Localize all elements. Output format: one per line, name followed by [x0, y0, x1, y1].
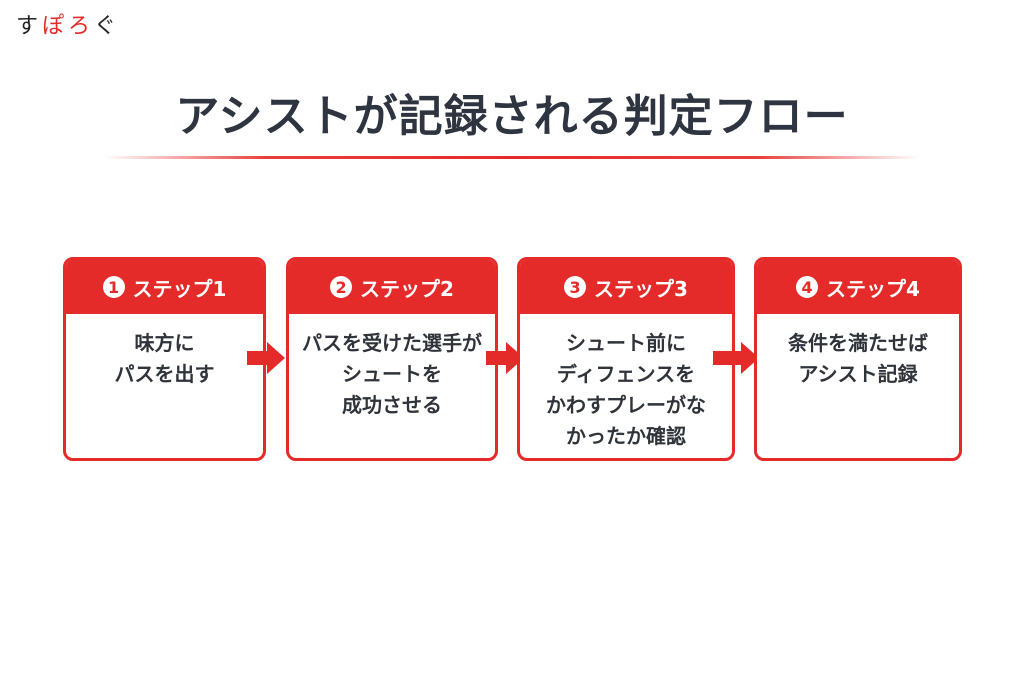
step-number-1: 1	[102, 276, 125, 298]
site-logo[interactable]: すぽろぐ	[16, 8, 120, 40]
page-title: アシストが記録される判定フロー	[175, 91, 849, 142]
step-header-1: 1 ステップ1	[66, 260, 263, 314]
step-number-4: 4	[796, 276, 819, 298]
step-card-4: 4 ステップ4 条件を満たせば アシスト記録	[754, 257, 962, 461]
logo-text-2: ぽろ	[42, 14, 95, 39]
step-body-1: 味方に パスを出す	[114, 331, 215, 386]
step-body-2: パスを受けた選手が シュートを 成功させる	[302, 331, 482, 417]
arrow-right-icon	[486, 342, 524, 374]
step-card-1: 1 ステップ1 味方に パスを出す	[63, 257, 266, 461]
step-number-3: 3	[564, 276, 587, 298]
step-label-2: ステップ2	[360, 276, 454, 301]
step-header-4: 4 ステップ4	[757, 260, 959, 314]
title-underline	[105, 156, 919, 159]
step-header-2: 2 ステップ2	[289, 260, 495, 314]
step-label-4: ステップ4	[826, 276, 920, 301]
step-label-3: ステップ3	[594, 276, 688, 301]
step-body-4: 条件を満たせば アシスト記録	[788, 331, 928, 386]
step-label-1: ステップ1	[132, 276, 227, 301]
step-number-2: 2	[330, 276, 353, 298]
step-body-3: シュート前に ディフェンスを かわすプレーがな かったか確認	[546, 331, 706, 448]
step-card-2: 2 ステップ2 パスを受けた選手が シュートを 成功させる	[286, 257, 498, 461]
step-header-3: 3 ステップ3	[520, 260, 732, 314]
step-card-3: 3 ステップ3 シュート前に ディフェンスを かわすプレーがな かったか確認	[517, 257, 735, 461]
logo-text-1: す	[16, 14, 43, 39]
arrow-right-icon	[713, 342, 759, 374]
arrow-right-icon	[247, 342, 285, 374]
logo-text-3: ぐ	[94, 14, 121, 39]
